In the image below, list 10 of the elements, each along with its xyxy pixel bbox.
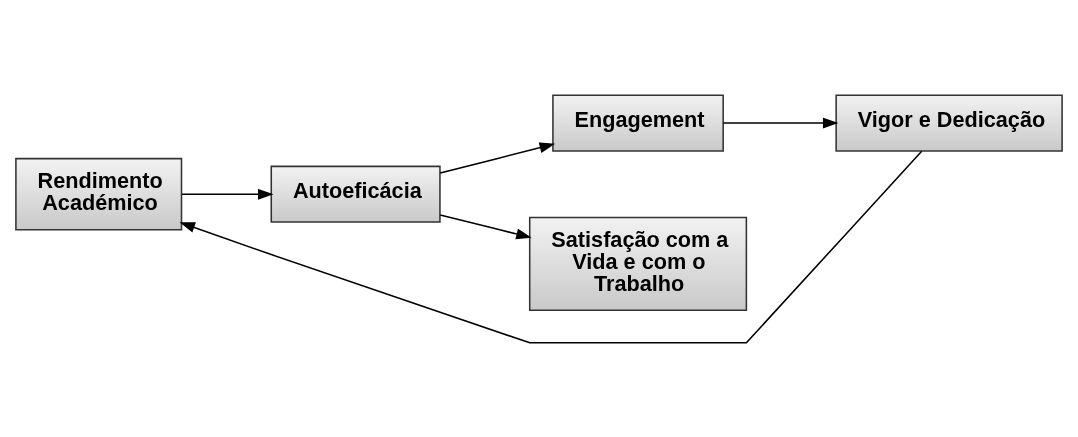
arrow <box>439 213 532 239</box>
node-box: Rendimento Académico <box>15 157 183 231</box>
node-box: Engagement <box>552 93 724 152</box>
node-box: Vigor e Dedicação <box>835 93 1063 152</box>
arrow <box>181 188 274 200</box>
arrow <box>439 141 556 174</box>
arrow <box>179 150 923 344</box>
node-box: Autoeficácia <box>270 165 441 223</box>
arrow <box>722 117 839 128</box>
node-box: Satisfação com a Vida e com o Trabalho <box>528 216 748 311</box>
